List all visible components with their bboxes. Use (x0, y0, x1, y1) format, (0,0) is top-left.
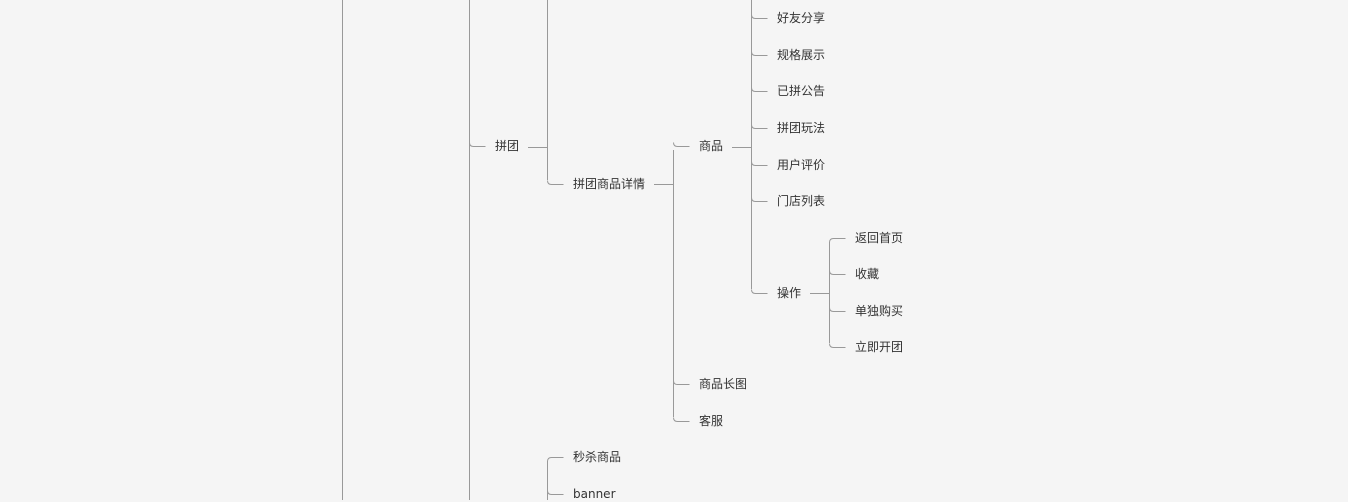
node-joined-notice[interactable]: 已拼公告 (773, 83, 830, 99)
edge-pintuan (469, 142, 486, 147)
edge-goods-child-3 (751, 124, 768, 129)
node-start-group[interactable]: 立即开团 (851, 339, 908, 355)
node-pintuan-detail[interactable]: 拼团商品详情 (569, 176, 650, 192)
node-group-rules[interactable]: 拼团玩法 (773, 120, 830, 136)
edge-goods (673, 142, 690, 147)
edge-goods-child-0 (751, 14, 768, 19)
node-pintuan[interactable]: 拼团 (491, 138, 524, 154)
node-operation[interactable]: 操作 (773, 285, 806, 301)
edge-favorite (829, 270, 846, 275)
node-buy-alone[interactable]: 单独购买 (851, 303, 908, 319)
node-user-reviews[interactable]: 用户评价 (773, 157, 830, 173)
node-seckill-goods[interactable]: 秒杀商品 (569, 449, 626, 465)
edge-goods-child-6 (751, 289, 768, 294)
node-spec-display[interactable]: 规格展示 (773, 47, 830, 63)
edge-buy-alone (829, 307, 846, 312)
node-banner[interactable]: banner (569, 486, 620, 502)
edge-goods-child-5 (751, 197, 768, 202)
edge-back-home (829, 238, 846, 243)
edge-goods-child-2 (751, 87, 768, 92)
edge-goods-child-1 (751, 51, 768, 56)
node-favorite[interactable]: 收藏 (851, 266, 884, 282)
edge-long-image (673, 380, 690, 385)
node-goods[interactable]: 商品 (695, 138, 728, 154)
edge-goods-child-4 (751, 161, 768, 166)
node-friend-share[interactable]: 好友分享 (773, 10, 830, 26)
node-customer-service[interactable]: 客服 (695, 413, 728, 429)
node-store-list[interactable]: 门店列表 (773, 193, 830, 209)
edge-service (673, 417, 690, 422)
node-back-home[interactable]: 返回首页 (851, 230, 908, 246)
edge-seckill (547, 457, 564, 462)
edge-start-group (829, 343, 846, 348)
edge-banner (547, 490, 564, 495)
edge-detail (547, 180, 564, 185)
node-goods-long-image[interactable]: 商品长图 (695, 376, 752, 392)
